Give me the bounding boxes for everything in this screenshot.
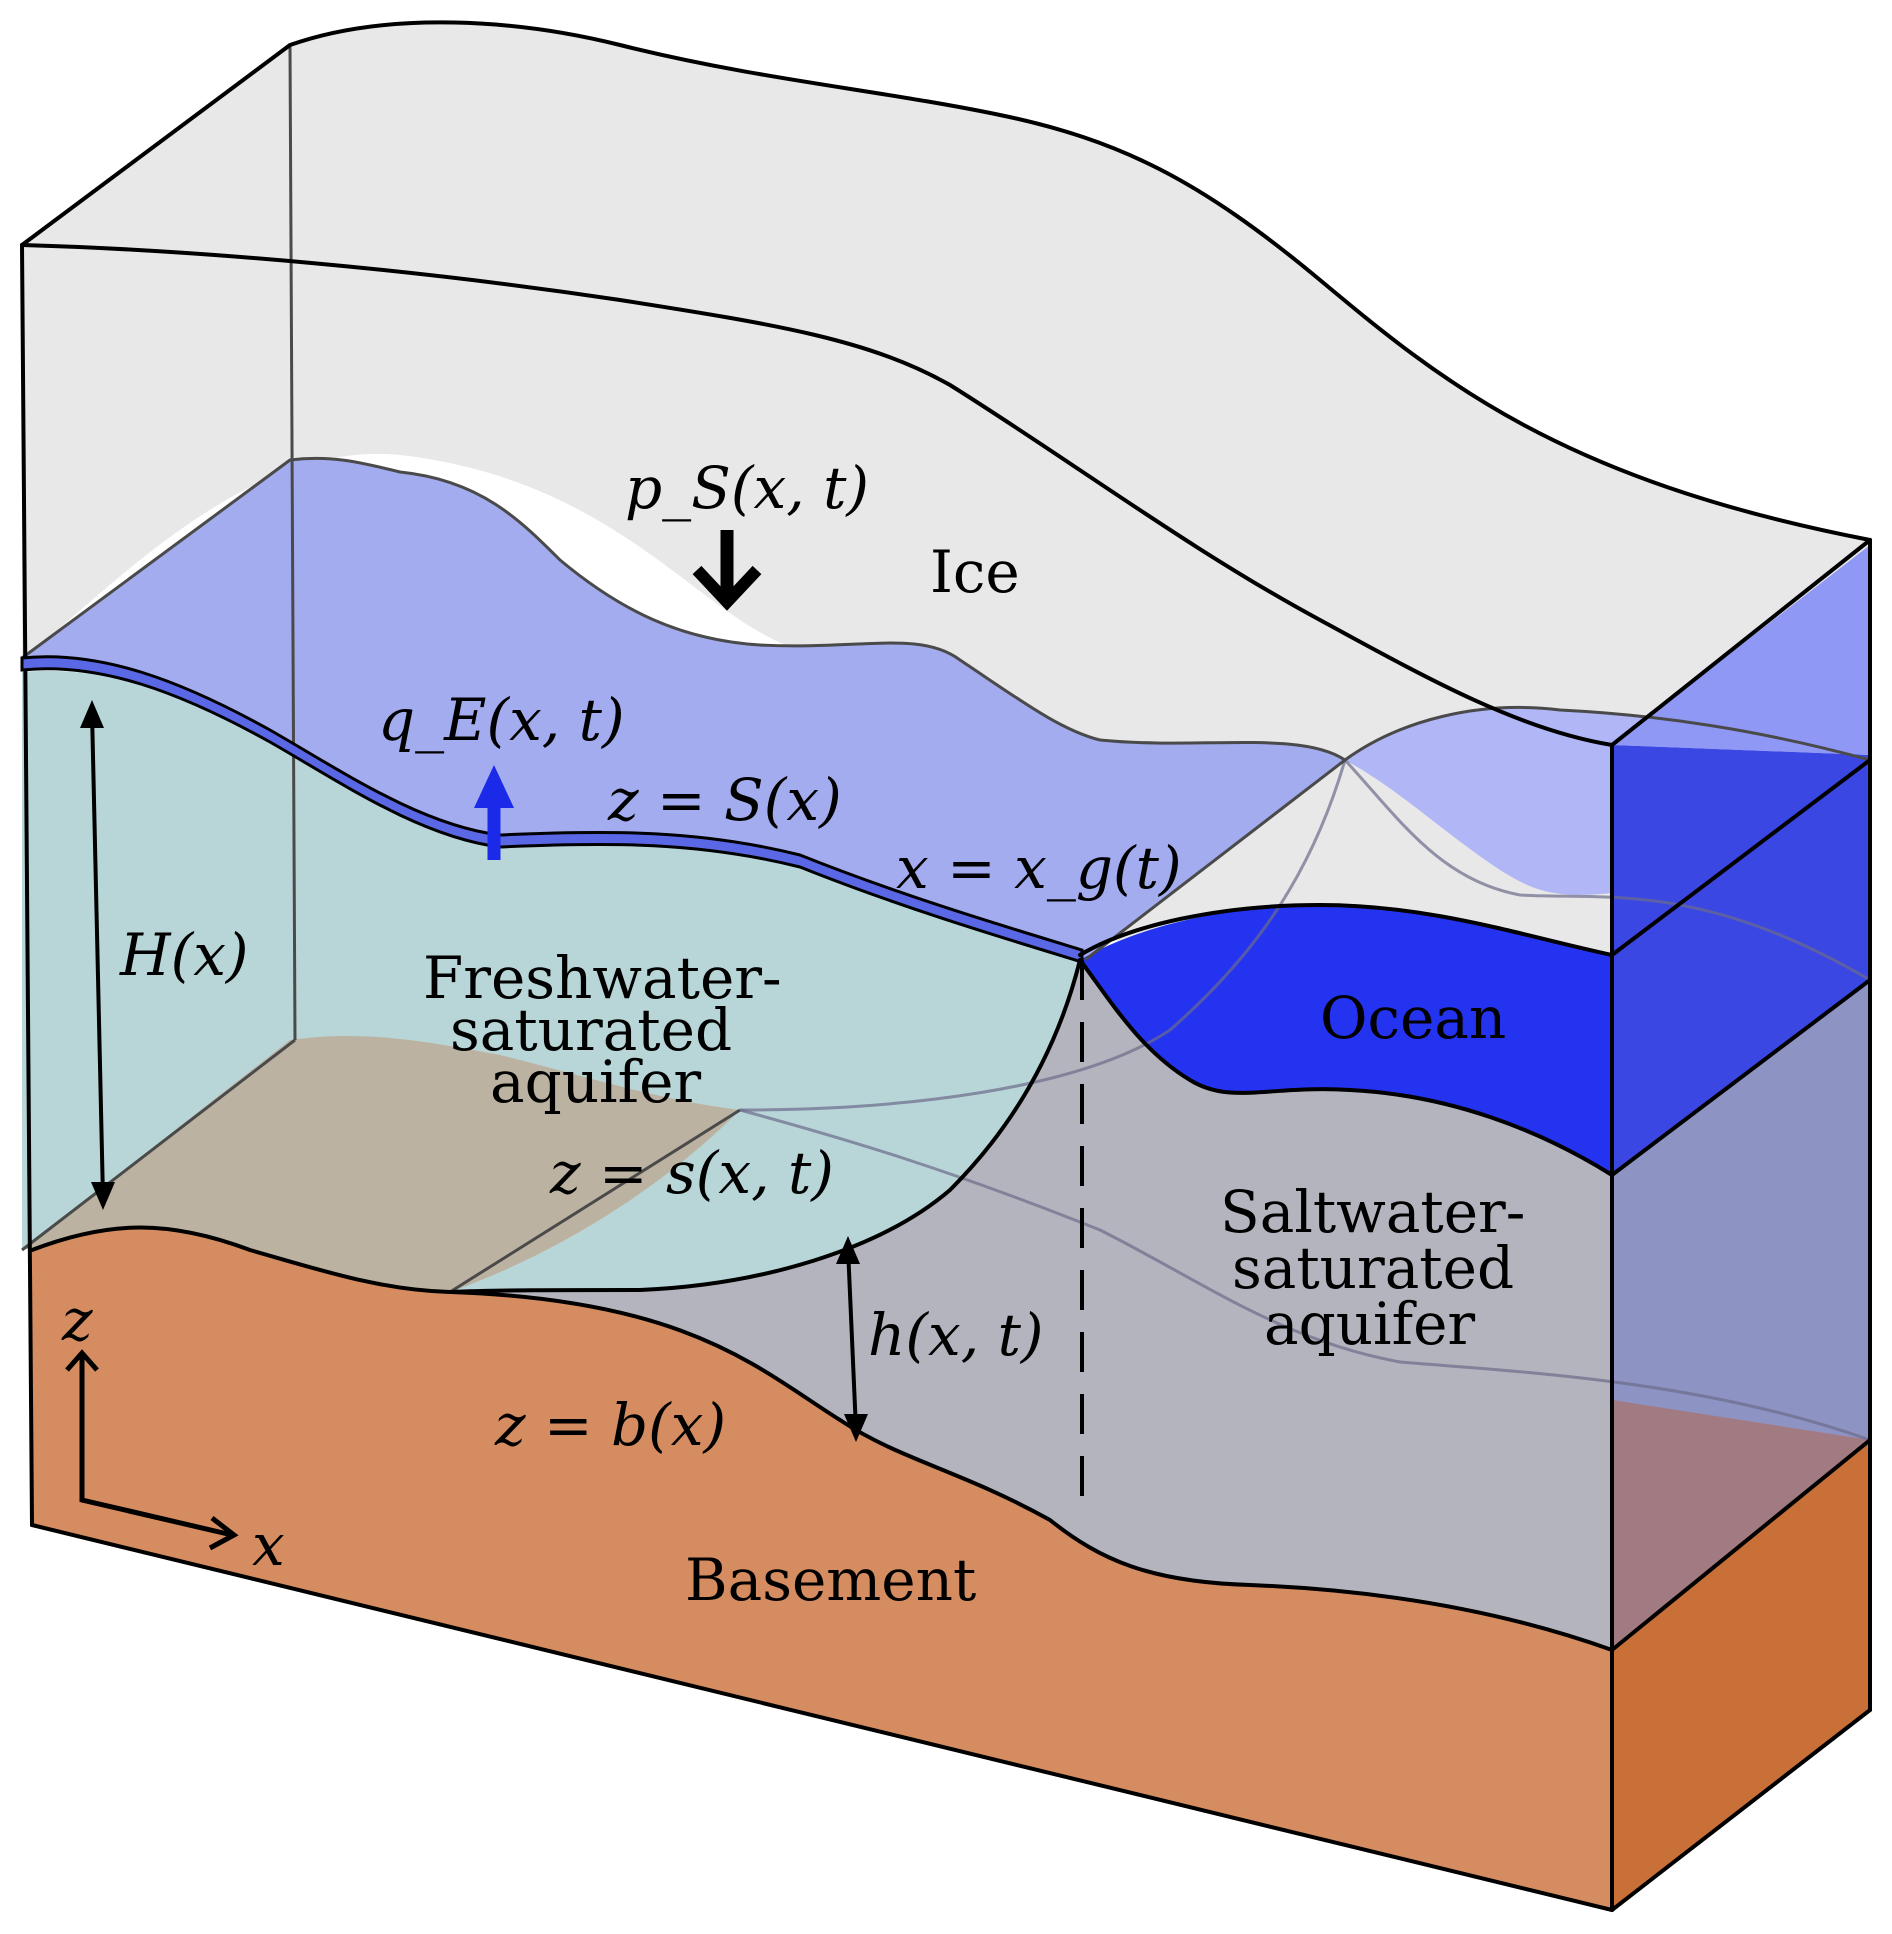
qe-label: q_E(x, t) xyxy=(378,686,625,754)
saltwater-aquifer-region xyxy=(450,960,1612,1650)
front-left-edge xyxy=(20,243,34,1527)
ocean-front-bottom xyxy=(1078,958,1614,1177)
H-label: H(x) xyxy=(119,921,249,989)
basement-label: Basement xyxy=(685,1546,976,1614)
bottom-right-edge xyxy=(1610,1708,1872,1912)
flux-up-arrow xyxy=(474,765,514,860)
h-label: h(x, t) xyxy=(868,1301,1044,1369)
saltwater-label-2: saturated xyxy=(1232,1234,1514,1302)
ice-surface-top xyxy=(20,20,1872,542)
pressure-down-arrow xyxy=(692,530,762,611)
zS-label: z = S(x) xyxy=(607,766,842,834)
ocean-front-region xyxy=(1080,905,1612,1175)
back-bottom-edge xyxy=(21,1038,296,1252)
ocean-back-curve xyxy=(1343,758,1871,982)
ocean-right-bottom xyxy=(1610,978,1872,1177)
ice-region xyxy=(22,22,1870,956)
ice-surface-front xyxy=(20,243,1614,747)
zb-label: z = b(x) xyxy=(494,1391,726,1459)
coordinate-axes xyxy=(65,1349,239,1551)
ocean-label: Ocean xyxy=(1320,984,1506,1052)
bed-surface-front xyxy=(30,1225,1614,1652)
basement-region xyxy=(32,1227,1612,1910)
ice-base-front-diagonal xyxy=(1084,758,1346,962)
freshwater-label-1: Freshwater- xyxy=(423,944,782,1012)
bottom-front-edge xyxy=(30,1523,1614,1912)
ocean-front-top xyxy=(1078,903,1614,957)
saltwater-interface xyxy=(448,958,1082,1294)
aquifer-bed-surface xyxy=(22,1035,740,1292)
axis-x-label: x xyxy=(252,1511,285,1579)
zs-label: z = s(x, t) xyxy=(549,1139,834,1207)
axis-z-label: z xyxy=(61,1286,93,1354)
thickness-h-arrow xyxy=(836,1236,868,1442)
freshwater-label-3: aquifer xyxy=(490,1048,701,1116)
saltwater-side-lower xyxy=(1612,1400,1870,1650)
freshwater-label-2: saturated xyxy=(450,996,732,1064)
xg-label: x = x_g(t) xyxy=(896,834,1182,902)
top-right-edge xyxy=(1610,538,1872,747)
grounding-line-back xyxy=(739,759,1347,1112)
back-bed-diagonal xyxy=(449,1108,741,1294)
bed-back-curve xyxy=(739,1108,1871,1442)
ocean-side-top xyxy=(1612,545,1870,755)
back-vertical-edge xyxy=(288,44,297,1041)
ocean-right-top xyxy=(1610,758,1872,957)
saltwater-label-3: aquifer xyxy=(1264,1290,1475,1358)
ocean-side-region xyxy=(1612,745,1870,1175)
saltwater-label-1: Saltwater- xyxy=(1220,1178,1525,1246)
ice-label: Ice xyxy=(930,538,1020,606)
subglacial-water-sheet xyxy=(22,458,1345,960)
ps-label: p_S(x, t) xyxy=(625,454,869,522)
ocean-back-top xyxy=(1344,705,1871,762)
basement-side xyxy=(1612,1440,1870,1910)
thickness-H-arrow xyxy=(80,700,115,1210)
basement-right-top xyxy=(1610,1438,1872,1652)
ice-base-back xyxy=(21,456,1346,762)
